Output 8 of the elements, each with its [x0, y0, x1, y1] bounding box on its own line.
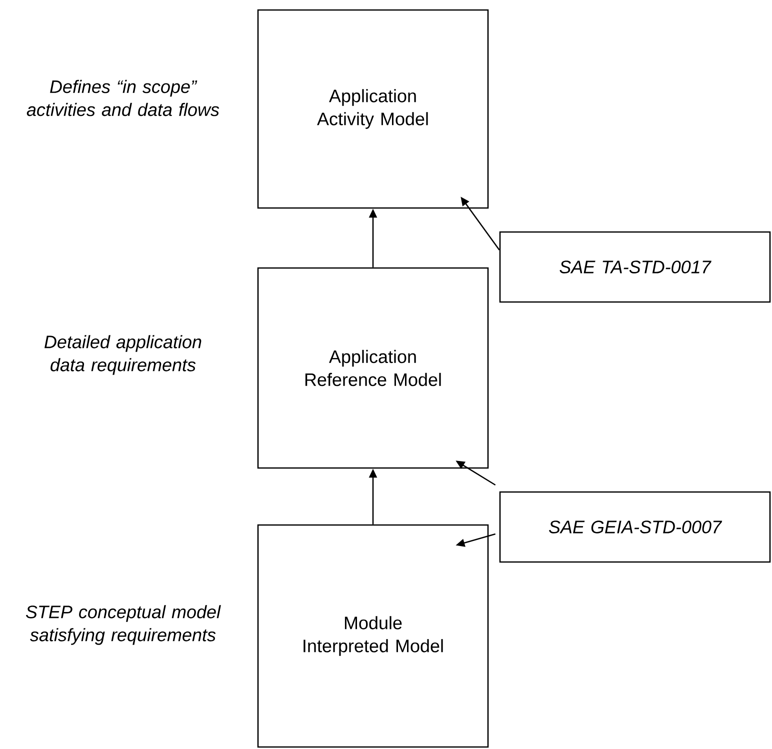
annotation-text: Detailed application data requirements	[44, 335, 202, 375]
annotation-text: STEP conceptual model satisfying requirements	[26, 605, 221, 645]
model-box: Application Activity Model	[257, 9, 489, 209]
standard-box: SAE TA-STD-0017	[499, 231, 771, 303]
standard-box: SAE GEIA-STD-0007	[499, 491, 771, 563]
model-box: Application Reference Model	[257, 267, 489, 469]
annotation-text: Defines “in scope” activities and data flows	[26, 80, 220, 116]
model-box: Module Interpreted Model	[257, 524, 489, 748]
